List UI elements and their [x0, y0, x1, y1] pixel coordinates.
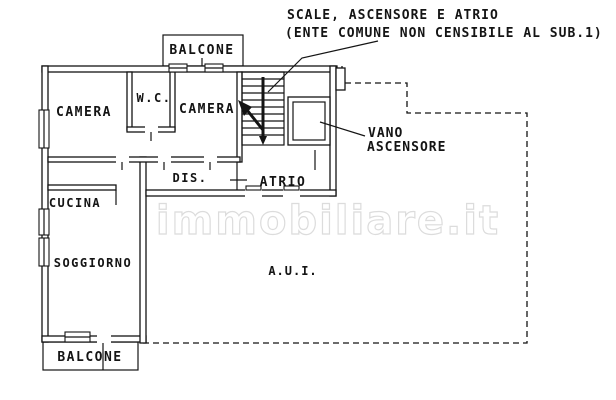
window-glazing-lines: [43, 67, 223, 338]
stair-direction-arrow-line: [245, 109, 265, 131]
watermark-text: immobiliare.it: [156, 198, 500, 244]
label-camera-left: CAMERA: [56, 105, 112, 120]
elevator-shaft-inner: [292, 101, 326, 141]
door-ticks-corridor: [121, 162, 211, 170]
annotation-line2: (ENTE COMUNE NON CENSIBILE AL SUB.1): [285, 26, 603, 41]
label-atrio: ATRIO: [260, 175, 307, 190]
door-gap-camera-right: [204, 156, 217, 163]
label-cucina: CUCINA: [49, 196, 101, 210]
label-camera-right: CAMERA: [179, 102, 235, 117]
door-notch-atrio-1: [245, 185, 262, 191]
door-gap-wc: [145, 126, 158, 133]
leader-lines: [267, 40, 379, 137]
staircase: [238, 71, 285, 146]
label-balcone-bottom: BALCONE: [57, 350, 122, 365]
label-soggiorno: SOGGIORNO: [54, 256, 133, 270]
wall-right-outer: [329, 65, 337, 197]
wall-atrio-bottom: [145, 189, 337, 197]
elevator-shaft: [287, 96, 331, 146]
door-marks: [115, 132, 316, 205]
wall-camera1-wc: [126, 71, 133, 131]
windows: [38, 63, 224, 343]
wall-mid-vertical: [139, 156, 147, 344]
elevator-shaft-outer: [287, 96, 331, 146]
wall-left: [41, 65, 49, 343]
door-gap-atrio-2: [283, 189, 300, 197]
wall-camera2-stairs: [236, 71, 243, 163]
label-balcone-top: BALCONE: [169, 43, 234, 58]
door-dis-atrio: [230, 162, 247, 190]
wall-pillar: [335, 67, 346, 91]
door-openings: [97, 126, 300, 343]
stair-down-arrow-icon: [259, 136, 267, 145]
wall-bottom-left: [41, 335, 147, 343]
door-notch-atrio-2: [283, 185, 300, 191]
label-vano-line1: VANO: [368, 126, 403, 141]
common-area-dashed-boundary: [143, 66, 528, 344]
label-aui: A.U.I.: [268, 264, 317, 278]
door-gap-camera-left: [116, 156, 129, 163]
label-dis: DIS.: [173, 171, 208, 185]
door-gap-atrio-1: [245, 189, 262, 197]
wall-corridor-top: [47, 156, 241, 163]
label-vano-line2: ASCENSORE: [367, 140, 446, 155]
stair-direction-arrowhead-icon: [238, 100, 252, 116]
wall-cucina-top: [47, 184, 117, 191]
vano-leader-line: [319, 121, 366, 137]
annotation-line1: SCALE, ASCENSORE E ATRIO: [287, 8, 499, 23]
door-gap-corridor: [158, 156, 171, 163]
door-gap-balcony-bottom: [97, 335, 111, 343]
label-wc: W.C.: [137, 91, 172, 105]
annotation-leader-line: [267, 40, 379, 93]
